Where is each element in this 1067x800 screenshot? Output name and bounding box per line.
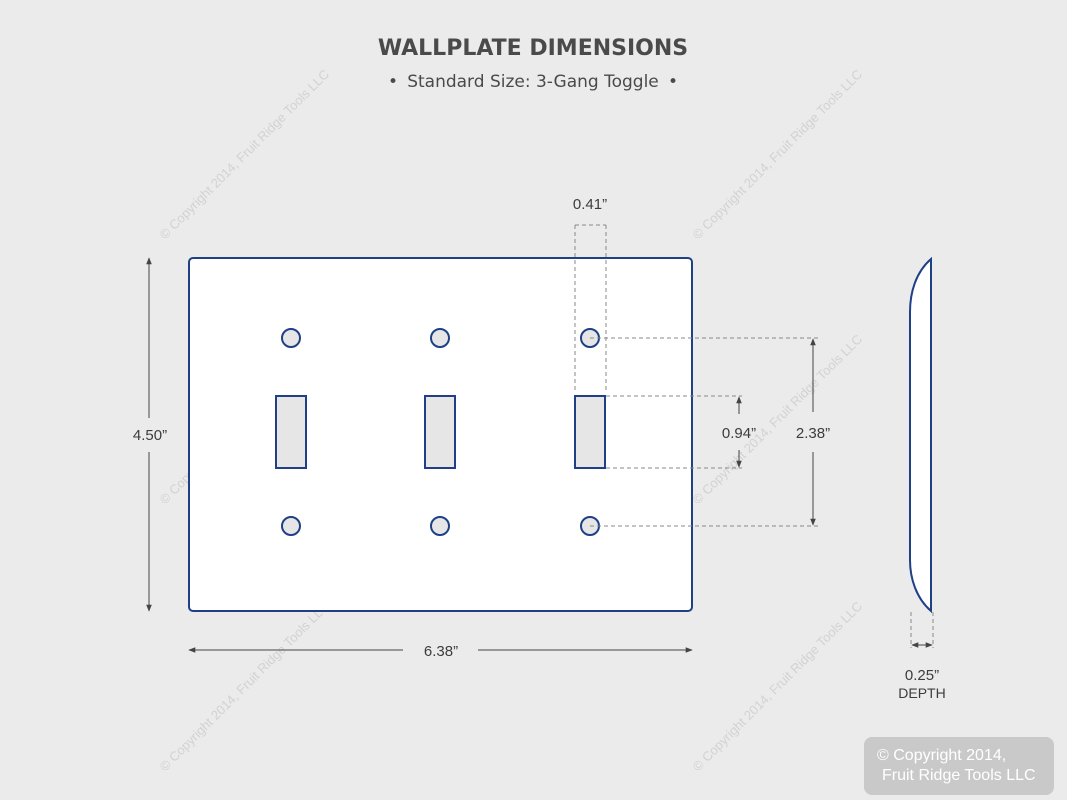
dashed-guides <box>574 224 934 648</box>
toggle-opening <box>574 395 606 469</box>
page-subtitle: Standard Size: 3-Gang Toggle <box>407 72 659 92</box>
wallplate-side-profile <box>909 256 932 614</box>
watermark-text: © Copyright 2014, Fruit Ridge Tools LLC <box>157 599 333 775</box>
copyright-line-1: © Copyright 2014, <box>877 747 1007 764</box>
depth-value-label: 0.25” <box>905 667 939 684</box>
toggle-width-label: 0.41” <box>573 196 607 213</box>
toggle-opening <box>424 395 456 469</box>
watermark-text: © Copyright 2014, Fruit Ridge Tools LLC <box>690 599 866 775</box>
subtitle-bullet-left: • <box>388 72 398 92</box>
screw-hole <box>430 516 450 536</box>
subtitle-bullet-right: • <box>668 72 678 92</box>
copyright-line-2: Fruit Ridge Tools LLC <box>882 767 1036 784</box>
watermark-text: © Copyright 2014, Fruit Ridge Tools LLC <box>157 67 333 243</box>
toggle-height-label: 0.94” <box>722 425 756 442</box>
screw-hole <box>430 328 450 348</box>
toggle-openings <box>275 395 606 469</box>
dimension-lines <box>146 257 933 653</box>
depth-caption: DEPTH <box>898 685 945 701</box>
width-label: 6.38” <box>424 643 458 660</box>
page-title: WALLPLATE DIMENSIONS <box>378 36 688 61</box>
watermark-text: © Copyright 2014, Fruit Ridge Tools LLC <box>690 67 866 243</box>
screw-hole <box>281 328 301 348</box>
watermark-text: © Copyright 2014, Fruit Ridge Tools LLC <box>690 332 866 508</box>
height-label: 4.50” <box>133 427 167 444</box>
toggle-opening <box>275 395 307 469</box>
screw-hole <box>281 516 301 536</box>
copyright-badge: © Copyright 2014, Fruit Ridge Tools LLC <box>864 737 1054 795</box>
screw-holes <box>281 328 600 536</box>
screw-spacing-label: 2.38” <box>796 425 830 442</box>
